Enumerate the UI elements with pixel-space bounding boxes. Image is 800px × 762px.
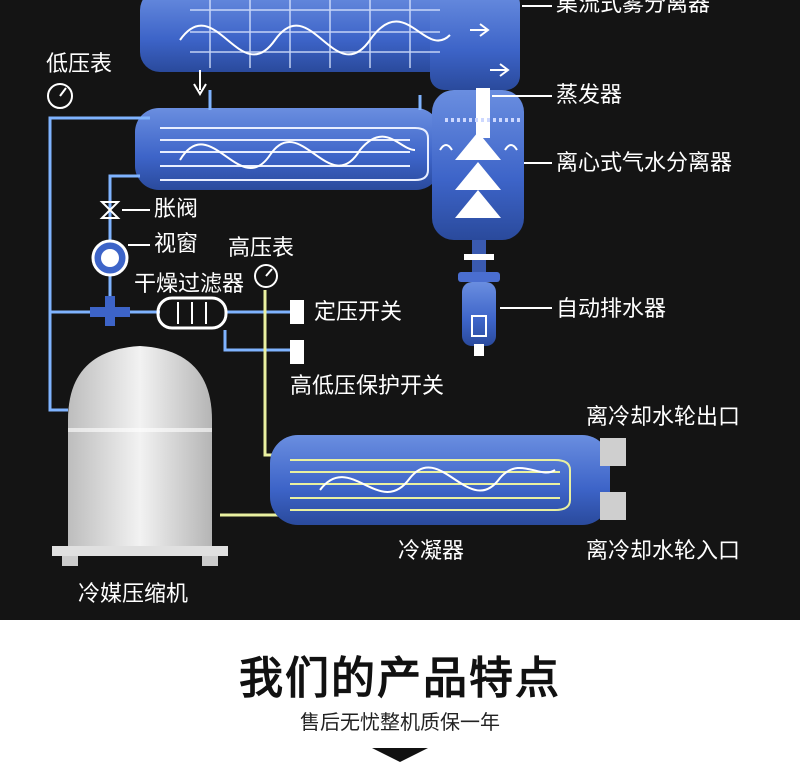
high-pressure-gauge-icon: [254, 264, 278, 288]
label-auto-drain: 自动排水器: [556, 297, 667, 322]
label-high-pressure-gauge: 高压表: [228, 236, 295, 261]
label-sight-glass: 视窗: [154, 232, 199, 257]
label-mist-separator: 集流式雾分离器: [556, 0, 711, 17]
label-condenser: 冷凝器: [398, 539, 465, 564]
evaporator-vessel: [135, 108, 440, 190]
features-section: 我们的产品特点 售后无忧整机质保一年: [0, 620, 800, 762]
pipe-junction: [90, 296, 130, 326]
diagram-graphics: [47, 0, 626, 566]
label-dry-filter: 干燥过滤器: [134, 272, 245, 297]
centrifugal-separator-column: [432, 88, 524, 274]
down-arrow-icon: [372, 748, 428, 762]
label-hl-protection-switch: 高低压保护开关: [290, 374, 445, 399]
label-cooling-water-inlet: 离冷却水轮入口: [586, 539, 741, 564]
mist-separator-vessel: [140, 0, 520, 96]
label-expansion-valve: 胀阀: [154, 197, 199, 222]
label-evaporator: 蒸发器: [556, 83, 623, 108]
refrigerated-dryer-diagram: 集流式雾分离器 蒸发器 离心式气水分离器 低压表 胀阀 视窗 高压表 干燥过滤器…: [0, 0, 800, 620]
section-subtitle: 售后无忧整机质保一年: [300, 710, 500, 734]
condenser-vessel: [270, 435, 626, 525]
dry-filter-icon: [156, 296, 228, 330]
label-low-pressure-gauge: 低压表: [46, 52, 113, 77]
label-compressor: 冷媒压缩机: [78, 582, 189, 607]
section-title: 我们的产品特点: [239, 653, 561, 704]
expansion-valve-icon: [99, 201, 121, 219]
low-pressure-gauge-icon: [47, 83, 73, 109]
compressor-unit: [52, 346, 228, 566]
pressure-switch-icon: [290, 300, 304, 324]
label-centrifugal-separator: 离心式气水分离器: [556, 151, 733, 176]
hl-protection-switch-icon: [290, 340, 304, 364]
auto-drain-unit: [458, 272, 500, 356]
refrigerant-piping: [48, 90, 422, 412]
sight-glass-icon: [91, 239, 129, 277]
label-pressure-switch: 定压开关: [314, 300, 403, 325]
label-cooling-water-outlet: 离冷却水轮出口: [586, 405, 741, 430]
